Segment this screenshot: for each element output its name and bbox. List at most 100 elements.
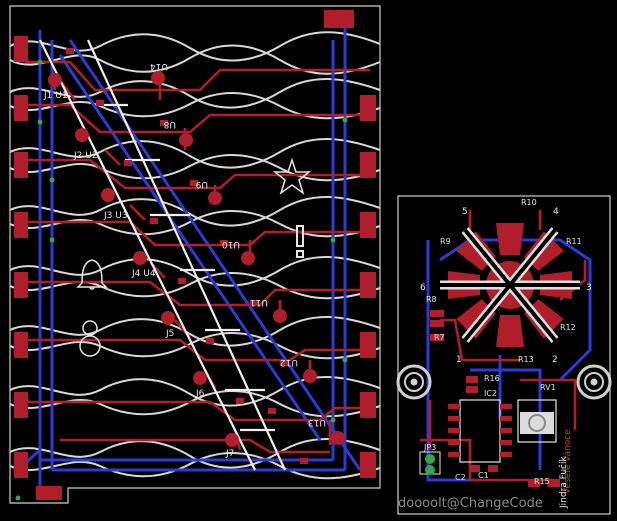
led [179,133,193,147]
wave-line [9,138,381,169]
trace [520,378,577,430]
led [161,311,175,325]
led [303,369,317,383]
trace [58,54,322,441]
led [193,371,207,385]
label-pin1: 1 [456,355,462,365]
pad [14,272,28,298]
smd-pad [178,278,186,284]
wave-line [9,452,381,480]
trace [440,318,520,362]
pad [14,392,28,418]
via [37,59,43,65]
pad [360,452,376,478]
led [75,128,89,142]
aux-top-traces [420,210,587,482]
via [49,177,55,183]
label-u14: U14 [150,61,168,71]
label-u9: U9 [195,179,208,189]
via [15,495,21,501]
wave-line [9,438,381,469]
signature-line2: Jindra Fučík [558,456,569,509]
label-j6: J6 [195,389,205,399]
rv1-trimmer [517,399,557,443]
label-pin4: 4 [553,207,559,217]
via [37,119,43,125]
diagonal-bar [86,39,287,471]
mounting-hole-left [396,364,432,400]
led [101,188,115,202]
aux-board: R10 R9 R11 R8 R7 R12 R13 R16 IC2 RV1 JP3… [396,195,612,515]
watermark-text: doooolt@ChangeCode [398,496,543,511]
label-pin2: 2 [552,355,558,365]
pad [324,10,354,28]
label-r8: R8 [426,295,437,304]
smd-pad [96,100,104,106]
trace [25,280,370,307]
label-j7: J7 [225,449,234,459]
smd-pad [236,398,244,404]
label-u11: U11 [250,297,268,307]
led [133,251,147,265]
exclamation-icon [296,225,304,258]
label-j2: J2 U2 [73,151,98,161]
label-jp3: JP3 [423,443,436,452]
pad [14,212,28,238]
via [342,117,348,123]
right-pads [324,10,376,478]
star-icon [272,157,312,195]
bell-icon [76,259,108,290]
wave-line [9,44,381,75]
label-c2: C2 [455,473,466,482]
label-r11: R11 [566,237,582,246]
label-r15: R15 [534,477,550,486]
aux-board-outline [397,195,611,515]
top-copper-traces [25,60,370,454]
label-rv1: RV1 [540,383,556,392]
aux-labels: R10 R9 R11 R8 R7 R12 R13 R16 IC2 RV1 JP3… [420,198,592,486]
label-j3: J3 U3 [103,211,128,221]
diagonal-bars [39,39,287,471]
trace [25,400,370,422]
smd-pad [300,458,308,464]
trace [468,210,542,230]
label-j5: J5 [165,329,174,339]
trace [426,240,470,482]
pad [360,392,376,418]
label-u8: U8 [163,119,176,129]
trace [25,103,370,134]
pad [14,95,28,121]
wave-line [9,316,381,347]
trace [53,70,332,445]
pad [14,36,28,62]
left-labels: J1 U1 J2 U2 J3 U3 J4 U4 J5 J6 J7 [43,91,234,459]
smd-pad [280,360,288,366]
snowman-icon [79,320,101,357]
trace [60,438,330,454]
smd-pad [250,300,258,306]
trace [25,338,370,362]
pad [360,212,376,238]
wave-line [9,196,381,227]
via [49,237,55,243]
pad [360,95,376,121]
label-ic2: IC2 [484,389,497,398]
wave-line [9,256,381,287]
pad [36,486,62,500]
wave-line [9,332,381,360]
label-r7: R7 [434,333,445,342]
led [241,251,255,265]
smd-pad [220,240,228,246]
switch-segment [496,223,524,255]
pad [14,332,28,358]
pad [360,272,376,298]
trace [25,60,370,92]
trace [68,39,362,471]
label-r12: R12 [560,323,576,332]
wave-line [9,92,381,120]
label-r13: R13 [518,355,534,364]
diagonal-bar [39,39,256,471]
main-board: J1 U1 J2 U2 J3 U3 J4 U4 J5 J6 J7 U8 U9 U… [9,5,381,504]
led [48,73,62,87]
trace [58,79,242,451]
